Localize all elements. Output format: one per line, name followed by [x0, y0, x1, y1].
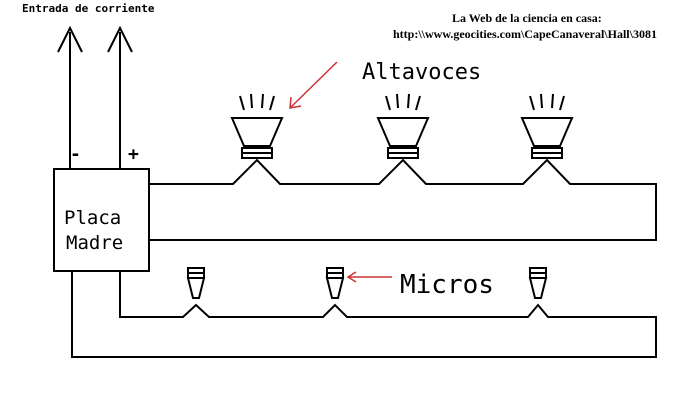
board-label-line2: Madre [66, 232, 124, 254]
power-input-label: Entrada de corriente [22, 2, 155, 15]
credit-line-1: La Web de la ciencia en casa: [452, 11, 602, 25]
speakers-label: Altavoces [362, 60, 482, 85]
power-arrowhead-positive [107, 25, 133, 53]
microphone-2 [325, 267, 345, 299]
microphone-1 [186, 267, 206, 299]
power-arrowhead-negative [57, 25, 83, 53]
speaker-2 [376, 93, 430, 159]
micros-pointer-arrow [346, 271, 392, 283]
mic-wire [71, 271, 657, 358]
speaker-wire-top [149, 158, 657, 241]
credit-line-2: http:\\www.geocities.com\CapeCanaveral\H… [393, 27, 657, 41]
speaker-3 [520, 93, 574, 159]
microphone-3 [528, 267, 548, 299]
microphones-label: Micros [400, 270, 494, 300]
board-label-line1: Placa [64, 207, 122, 229]
negative-terminal-label: - [70, 144, 81, 165]
speakers-pointer-arrow [289, 61, 338, 109]
positive-terminal-label: + [128, 144, 139, 165]
speaker-1 [230, 93, 284, 159]
mother-board-box [53, 168, 150, 272]
